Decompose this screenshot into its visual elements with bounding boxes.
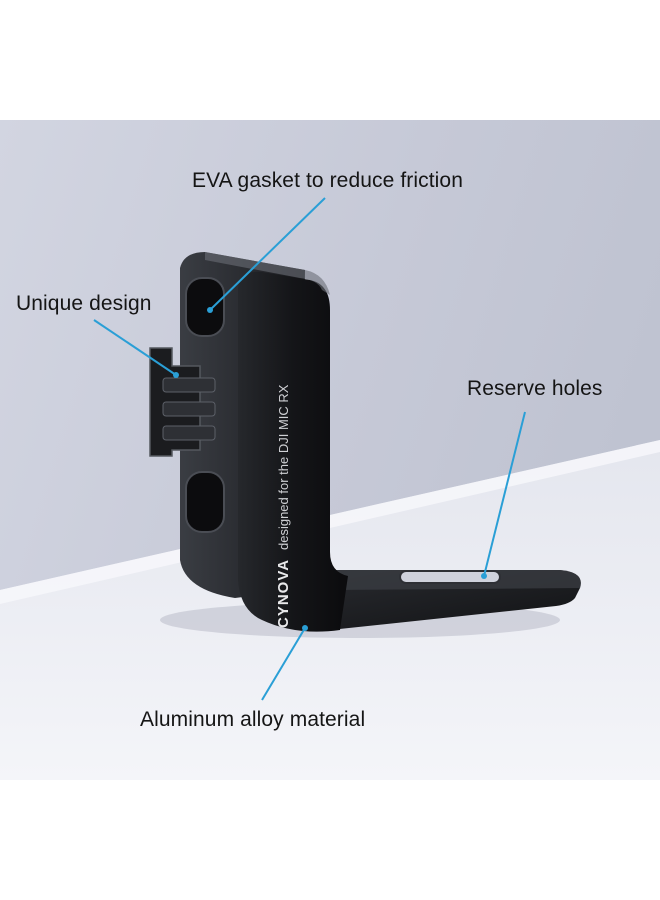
callout-reserve-holes: Reserve holes <box>467 377 603 400</box>
brand-logo: CYNOVA <box>275 559 292 628</box>
callout-eva-gasket: EVA gasket to reduce friction <box>192 169 463 192</box>
body-front <box>238 271 348 632</box>
eva-gasket-bottom <box>185 471 225 533</box>
leader-reserve <box>483 411 526 577</box>
leader-unique <box>93 319 177 376</box>
leader-eva <box>209 197 326 311</box>
product-photo: CYNOVA designed for the DJI MIC RX <box>0 120 660 780</box>
callout-aluminum-alloy: Aluminum alloy material <box>140 708 366 731</box>
engraving-text: designed for the DJI MIC RX <box>276 384 291 550</box>
eva-gasket-top <box>185 277 225 337</box>
leader-aluminum <box>261 627 306 701</box>
callout-unique-design: Unique design <box>16 292 152 315</box>
clip-mount <box>149 347 216 457</box>
reserve-hole <box>399 570 501 584</box>
